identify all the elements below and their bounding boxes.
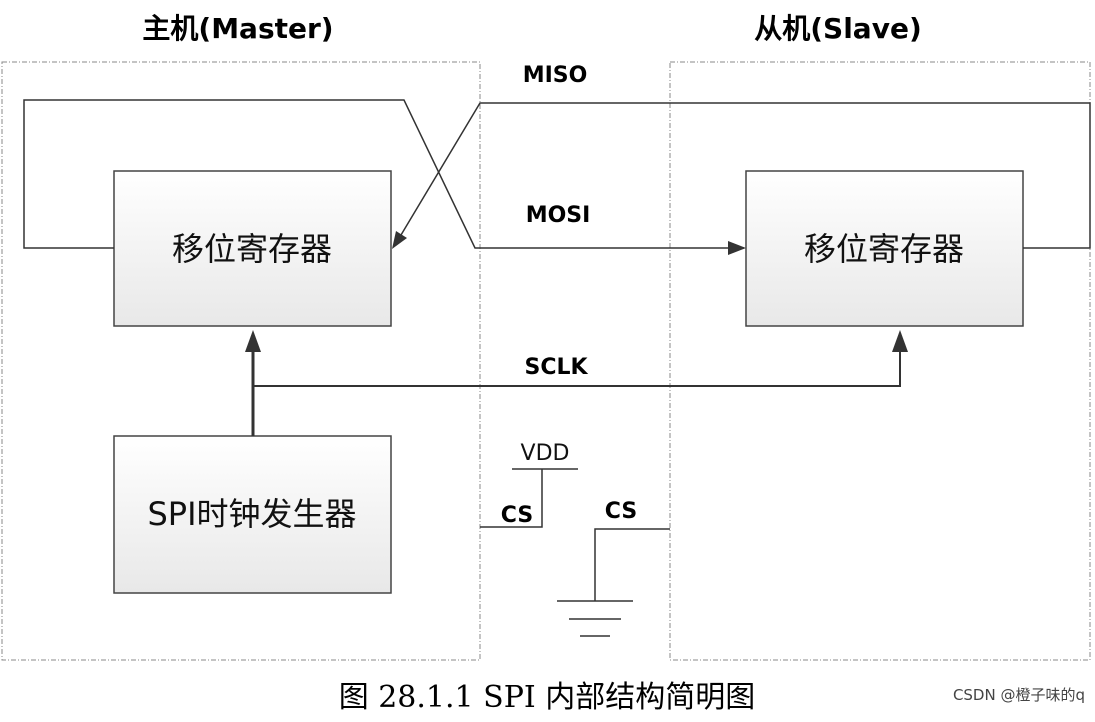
slave-shift-register-label: 移位寄存器 [804, 230, 964, 268]
clock-to-master-arrow [245, 330, 261, 352]
cs-master-label: CS [501, 503, 533, 528]
sclk-line [253, 352, 901, 387]
miso-line [397, 102, 1091, 249]
ground-icon [557, 600, 633, 637]
master-shift-register-label: 移位寄存器 [172, 230, 332, 268]
clock-generator-box [113, 435, 392, 594]
cs-master-line [480, 469, 543, 528]
master-shift-register-box [113, 170, 392, 327]
sclk-to-slave-arrow [892, 330, 908, 352]
miso-label: MISO [523, 63, 588, 88]
watermark: CSDN @橙子味的q [953, 686, 1085, 704]
vdd-label: VDD [521, 441, 570, 466]
figure-caption: 图 28.1.1 SPI 内部结构简明图 [339, 680, 756, 715]
clock-generator-label: SPI时钟发生器 [147, 495, 356, 533]
slave-shift-register-box [745, 170, 1024, 327]
miso-arrow-head [392, 231, 407, 249]
master-region [1, 61, 481, 661]
cs-slave-label: CS [605, 499, 637, 524]
master-title: 主机(Master) [142, 12, 333, 45]
slave-title: 从机(Slave) [754, 12, 922, 45]
cs-slave-line [594, 528, 670, 601]
slave-region [669, 61, 1091, 661]
mosi-label: MOSI [526, 203, 591, 228]
mosi-arrow-head [728, 241, 746, 255]
sclk-label: SCLK [524, 355, 588, 380]
mosi-line [23, 99, 744, 249]
